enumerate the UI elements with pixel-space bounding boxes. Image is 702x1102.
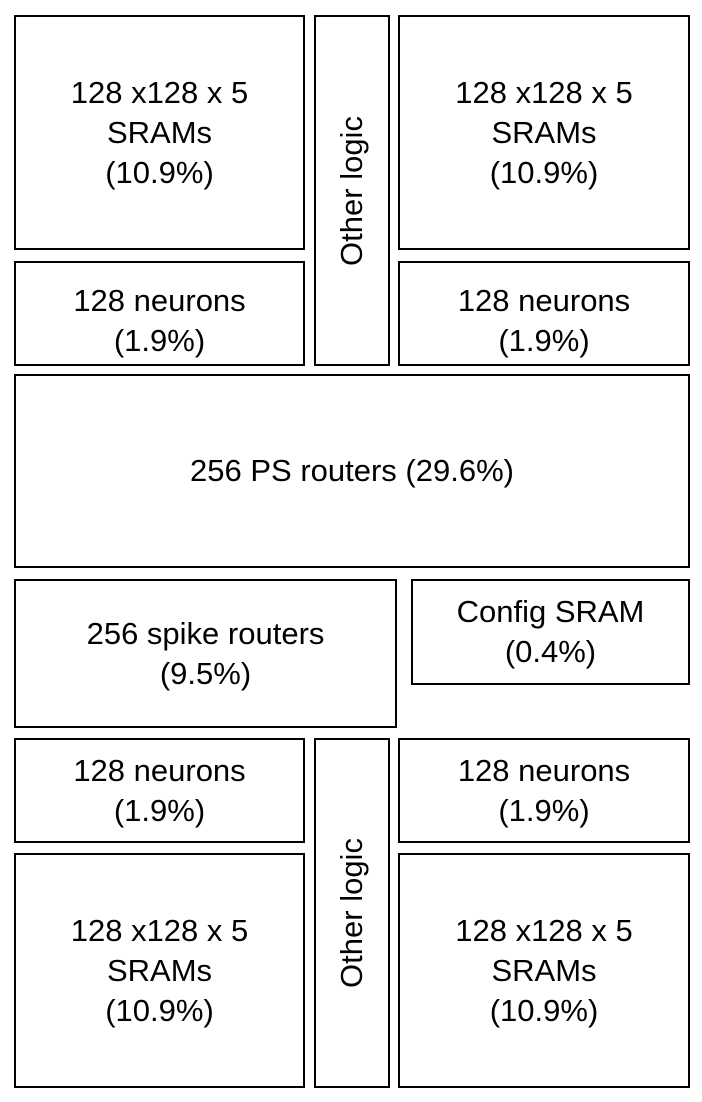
neurons-count-label: 128 neurons xyxy=(73,752,246,788)
neurons-percent-label: (1.9%) xyxy=(498,323,590,358)
sram-size-label: 128 x128 x 5 xyxy=(455,74,633,110)
sram-percent-label: (10.9%) xyxy=(105,154,214,190)
sram-percent-label: (10.9%) xyxy=(489,992,599,1028)
sram-block-bottom-left: 128 x128 x 5 SRAMs (10.9%) xyxy=(14,853,305,1088)
neurons-count-label: 128 neurons xyxy=(457,283,631,318)
other-logic-block-top: Other logic xyxy=(314,15,390,366)
sram-size-label: 128 x128 x 5 xyxy=(70,912,249,948)
spike-routers-block: 256 spike routers (9.5%) xyxy=(14,579,397,728)
sram-size-label: 128 x128 x 5 xyxy=(70,74,249,110)
other-logic-block-bottom: Other logic xyxy=(314,738,390,1088)
sram-block-top-right: 128 x128 x 5 SRAMs (10.9%) xyxy=(398,15,690,250)
sram-percent-label: (10.9%) xyxy=(489,154,599,190)
sram-type-label: SRAMs xyxy=(106,952,213,988)
neurons-percent-label: (1.9%) xyxy=(113,792,206,828)
sram-type-label: SRAMs xyxy=(491,114,597,150)
sram-block-bottom-right: 128 x128 x 5 SRAMs (10.9%) xyxy=(398,853,690,1088)
config-sram-label: Config SRAM xyxy=(456,594,645,629)
sram-type-label: SRAMs xyxy=(106,114,213,150)
config-sram-percent-label: (0.4%) xyxy=(504,634,597,669)
neurons-block-bottom-right: 128 neurons (1.9%) xyxy=(398,738,690,843)
neurons-percent-label: (1.9%) xyxy=(498,792,590,828)
other-logic-label: Other logic xyxy=(334,115,369,266)
sram-size-label: 128 x128 x 5 xyxy=(455,912,633,948)
ps-routers-block: 256 PS routers (29.6%) xyxy=(14,374,690,568)
neurons-block-top-left: 128 neurons (1.9%) xyxy=(14,261,305,366)
neurons-count-label: 128 neurons xyxy=(73,283,246,318)
ps-routers-label: 256 PS routers (29.6%) xyxy=(190,453,514,488)
neurons-count-label: 128 neurons xyxy=(457,752,631,788)
spike-routers-percent-label: (9.5%) xyxy=(159,655,252,691)
other-logic-label: Other logic xyxy=(334,838,369,988)
config-sram-block: Config SRAM (0.4%) xyxy=(411,579,690,685)
neurons-percent-label: (1.9%) xyxy=(113,323,206,358)
neurons-block-top-right: 128 neurons (1.9%) xyxy=(398,261,690,366)
sram-type-label: SRAMs xyxy=(491,952,597,988)
neurons-block-bottom-left: 128 neurons (1.9%) xyxy=(14,738,305,843)
spike-routers-count-label: 256 spike routers xyxy=(86,615,325,651)
sram-percent-label: (10.9%) xyxy=(105,992,214,1028)
sram-block-top-left: 128 x128 x 5 SRAMs (10.9%) xyxy=(14,15,305,250)
